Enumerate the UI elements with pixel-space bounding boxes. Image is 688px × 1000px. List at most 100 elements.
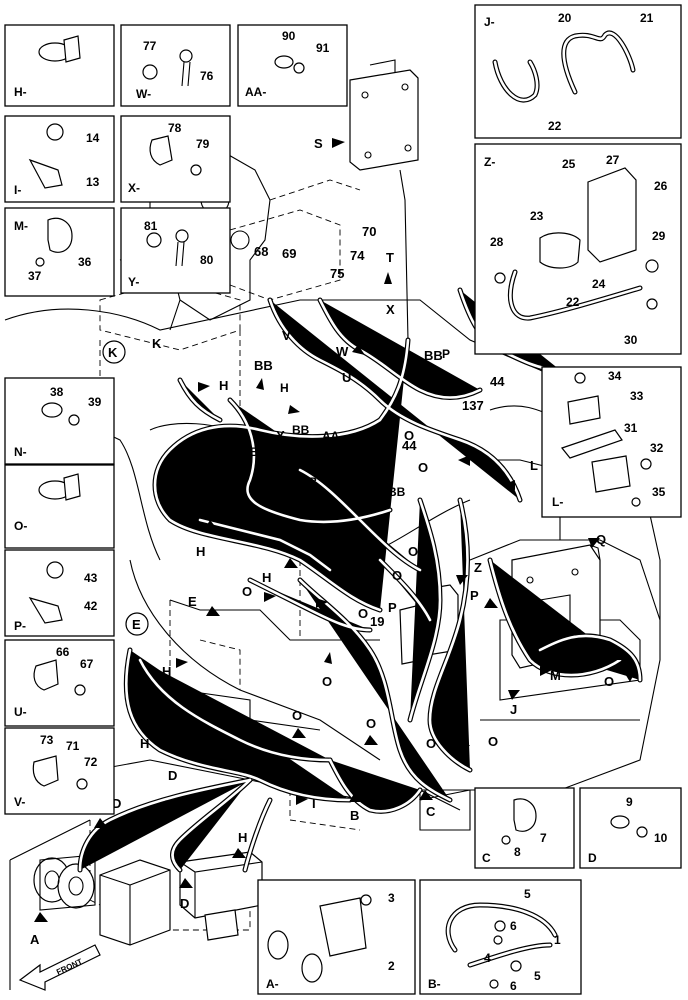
box-label: Z- [484, 155, 495, 169]
part-number-callout: 1 [196, 732, 203, 747]
part-number: 73 [40, 733, 54, 747]
part-number: 29 [652, 229, 666, 243]
view-letter-callout: H [252, 748, 261, 763]
view-letter-callout: AA [322, 429, 340, 443]
view-letter-callout: E [188, 594, 197, 609]
view-letter-callout: N [332, 542, 341, 557]
part-number: 23 [530, 209, 544, 223]
view-letter-callout: C [426, 804, 436, 819]
part-number-callout: 19 [370, 614, 384, 629]
view-letter-callout: H [238, 830, 247, 845]
part-number: 21 [640, 11, 654, 25]
part-number: 1 [554, 933, 561, 947]
view-letter-callout: X [386, 302, 395, 317]
view-letter-callout: O [242, 584, 252, 599]
part-number: 90 [282, 29, 296, 43]
main-assembly: FRONT [4, 59, 661, 991]
part-number: 8 [514, 845, 521, 859]
view-letter-callout: BB [388, 485, 406, 499]
box-label: V- [14, 795, 25, 809]
part-number: 2 [388, 959, 395, 973]
detail-box-l: 34 33 31 32 35 L- [541, 366, 682, 518]
view-letter-callout: BB [254, 358, 273, 373]
view-letter-callout: BB [300, 475, 318, 489]
view-letter-callout: O [426, 736, 436, 751]
circled-callouts: K E [102, 340, 149, 636]
part-number: 81 [144, 219, 158, 233]
detail-box-aa: 90 91 AA- [237, 24, 348, 107]
view-letter-callout: D [112, 796, 121, 811]
view-letter-callout: P [470, 588, 479, 603]
view-letter-callout: BB [212, 429, 230, 443]
part-number: 31 [624, 421, 638, 435]
detail-box-o: O- [4, 464, 115, 549]
box-label: M- [14, 219, 28, 233]
part-number: 37 [28, 269, 42, 283]
view-letter-callout: O [292, 708, 302, 723]
view-letter-callout: M [550, 668, 561, 683]
part-number: 32 [650, 441, 664, 455]
view-letter-callout: J [510, 702, 517, 717]
part-number-callout: 75 [330, 266, 344, 281]
part-number-callout: 44 [402, 438, 417, 453]
detail-box-j: J- 20 21 22 [474, 4, 682, 139]
detail-box-p: 43 42 P- [4, 549, 115, 637]
view-letter-callout: N [306, 522, 315, 537]
part-number: 28 [490, 235, 504, 249]
part-number: 91 [316, 41, 330, 55]
box-label: D [588, 851, 597, 865]
part-number: 34 [608, 369, 622, 383]
part-number: 25 [562, 157, 576, 171]
part-number: 80 [200, 253, 214, 267]
view-letter-callout: O [366, 716, 376, 731]
part-number: 4 [484, 951, 491, 965]
view-letter-callout: BB [222, 479, 240, 493]
box-label: N- [14, 445, 27, 459]
part-number: 71 [66, 739, 80, 753]
view-letter-callout: T [386, 250, 394, 265]
part-number-callout: 44 [490, 374, 505, 389]
part-number-callout: 69 [282, 246, 296, 261]
circled-callout: K [108, 345, 118, 360]
view-letter-callout: L [530, 458, 538, 473]
part-number: 35 [652, 485, 666, 499]
view-letter-callout: B [350, 808, 359, 823]
part-number: 39 [88, 395, 102, 409]
detail-box-i: 14 13 I- [4, 115, 115, 203]
view-letter-callout: H [196, 544, 205, 559]
detail-box-b: 5 6 1 4 5 6 B- [419, 879, 582, 995]
part-number: 27 [606, 153, 620, 167]
view-letter-callout: H [286, 522, 295, 537]
part-number: 76 [200, 69, 214, 83]
callout-arrows [34, 138, 636, 922]
part-number: 72 [84, 755, 98, 769]
box-label: H- [14, 85, 27, 99]
part-number: 14 [86, 131, 100, 145]
part-number: 6 [510, 919, 517, 933]
detail-box-n: 38 39 N- [4, 377, 115, 465]
part-number: 36 [78, 255, 92, 269]
detail-boxes: H- 77 76 W- 90 91 AA- 14 13 [4, 4, 682, 995]
view-letter-callout: BB [250, 445, 268, 459]
view-letter-callout: W [336, 344, 349, 359]
box-label: Y- [128, 275, 139, 289]
circled-callout: E [132, 617, 141, 632]
part-number-callout: 74 [350, 248, 365, 263]
part-number: 22 [548, 119, 562, 133]
box-label: B- [428, 977, 441, 991]
box-label: I- [14, 183, 21, 197]
part-number-callout: 44 [340, 450, 355, 465]
box-label: J- [484, 15, 495, 29]
part-number: 66 [56, 645, 70, 659]
detail-box-h: H- [4, 24, 115, 107]
view-letter-callout: H [219, 378, 228, 393]
part-number: 3 [388, 891, 395, 905]
part-number: 5 [534, 969, 541, 983]
part-number: 20 [558, 11, 572, 25]
view-letter-callout: BB [424, 348, 443, 363]
part-number: 33 [630, 389, 644, 403]
view-letter-callout: O [418, 460, 428, 475]
view-letter-callout: H [280, 381, 289, 395]
view-letter-callout: H [172, 468, 181, 483]
detail-box-c: 7 8 C [474, 787, 575, 869]
